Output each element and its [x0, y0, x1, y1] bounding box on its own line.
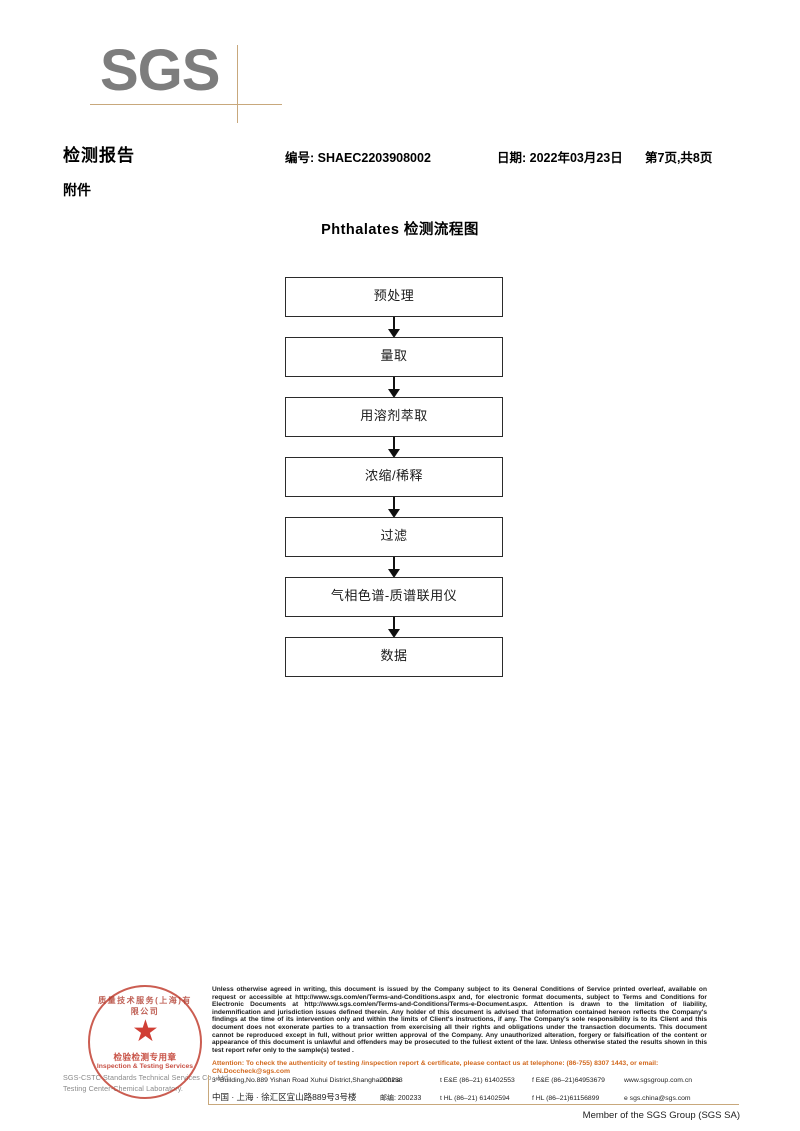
address-zip: 200233: [380, 1077, 403, 1084]
address-zip-cn: 邮编: 200233: [380, 1095, 422, 1102]
address-block: 3ʳᵈBuilding,No.889 Yishan Road Xuhui Dis…: [212, 1077, 707, 1105]
report-date: 日期: 2022年03月23日: [497, 151, 623, 165]
address-street-cn: 中国 · 上海 · 徐汇区宜山路889号3号楼: [212, 1092, 357, 1102]
arrow-shaft: [393, 317, 395, 331]
flow-step-box: 预处理: [285, 277, 503, 317]
arrow-shaft: [393, 557, 395, 571]
stamp-circle-icon: [88, 985, 202, 1099]
flow-step: 预处理: [285, 277, 503, 317]
address-telephone: t E&E (86–21) 61402553: [440, 1077, 515, 1084]
arrow-head: [388, 569, 400, 578]
arrow-shaft: [393, 497, 395, 511]
member-of-group-text: Member of the SGS Group (SGS SA): [582, 1110, 740, 1121]
official-stamp: 质量技术服务(上海)有限公司 ★ 检验检测专用章 Inspection & Te…: [88, 985, 206, 1103]
flow-step-box: 用溶剂萃取: [285, 397, 503, 437]
legal-disclaimer: Unless otherwise agreed in writing, this…: [212, 986, 707, 1054]
address-fax: f E&E (86–21)64953679: [532, 1077, 605, 1084]
flow-step: 数据: [285, 637, 503, 677]
address-street: 3ʳᵈBuilding,No.889 Yishan Road Xuhui Dis…: [212, 1077, 401, 1084]
logo-horizontal-rule: [90, 104, 282, 105]
arrow-shaft: [393, 617, 395, 631]
address-website: www.sgsgroup.com.cn: [624, 1077, 692, 1084]
report-number: 编号: SHAEC2203908002: [285, 151, 431, 165]
flow-step: 用溶剂萃取: [285, 397, 503, 437]
arrow-shaft: [393, 437, 395, 451]
arrow-head: [388, 629, 400, 638]
address-fax-hl: f HL (86–21)61156899: [532, 1095, 600, 1102]
flow-step-box: 浓缩/稀释: [285, 457, 503, 497]
flow-step-box: 量取: [285, 337, 503, 377]
stamp-cn-text: 检验检测专用章: [113, 1052, 177, 1062]
flow-step-box: 过滤: [285, 517, 503, 557]
flow-arrow-icon: [285, 437, 503, 458]
flowchart-title: Phthalates 检测流程图: [321, 222, 479, 238]
flow-arrow-icon: [285, 617, 503, 638]
flow-arrow-icon: [285, 377, 503, 398]
attention-notice: Attention: To check the authenticity of …: [212, 1060, 659, 1075]
address-row: 3ʳᵈBuilding,No.889 Yishan Road Xuhui Dis…: [212, 1077, 707, 1091]
flow-step-box: 气相色谱-质谱联用仪: [285, 577, 503, 617]
address-row: 中国 · 上海 · 徐汇区宜山路889号3号楼 邮编: 200233 t HL …: [212, 1091, 707, 1105]
star-icon: ★: [132, 1015, 159, 1048]
page-title: 检测报告: [63, 146, 135, 165]
arrow-head: [388, 509, 400, 518]
address-email: e sgs.china@sgs.com: [624, 1095, 691, 1102]
attachment-label: 附件: [63, 182, 91, 198]
logo-wordmark: SGS: [100, 38, 220, 103]
address-telephone-hl: t HL (86–21) 61402594: [440, 1095, 510, 1102]
page-indicator: 第7页,共8页: [645, 151, 713, 165]
flow-step: 浓缩/稀释: [285, 457, 503, 497]
stamp-en-text: Inspection & Testing Services: [96, 1063, 194, 1070]
flow-arrow-icon: [285, 557, 503, 578]
flowchart: 预处理 量取 用溶剂萃取 浓缩/稀释 过滤: [285, 277, 503, 677]
arrow-head: [388, 449, 400, 458]
sgs-logo: SGS: [90, 38, 300, 125]
flow-step: 量取: [285, 337, 503, 377]
flow-step: 气相色谱-质谱联用仪: [285, 577, 503, 617]
flow-arrow-icon: [285, 317, 503, 338]
footer-divider: [208, 1104, 739, 1105]
arrow-head: [388, 389, 400, 398]
flow-step-box: 数据: [285, 637, 503, 677]
logo-vertical-rule: [237, 45, 238, 123]
arrow-head: [388, 329, 400, 338]
flow-arrow-icon: [285, 497, 503, 518]
address-tick-rule: [208, 1075, 209, 1104]
flow-step: 过滤: [285, 517, 503, 557]
stamp-arc-text: 质量技术服务(上海)有限公司: [98, 996, 192, 1016]
arrow-shaft: [393, 377, 395, 391]
